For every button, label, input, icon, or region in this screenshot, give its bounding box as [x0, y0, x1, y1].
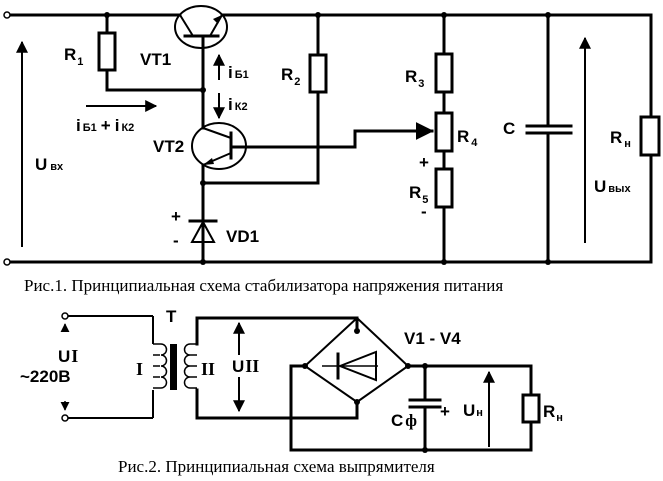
- r5-label: R5: [409, 183, 428, 206]
- transformer-core: [170, 344, 177, 390]
- resistor-r3: [434, 52, 454, 94]
- vd1-plus: +: [171, 207, 181, 226]
- vd1-minus: -: [173, 231, 179, 250]
- figure-2-caption: Рис.2. Принципиальная схема выпрямителя: [118, 457, 435, 476]
- figure-2-rectifier: UI ~220B I T II UII: [20, 307, 563, 453]
- r5-plus: +: [419, 153, 429, 172]
- junction: [104, 12, 110, 18]
- winding-1-label: I: [136, 359, 143, 379]
- transformer-primary-winding: [153, 343, 168, 389]
- transformer-secondary-winding: [183, 343, 197, 389]
- bridge-label: V1 - V4: [404, 329, 461, 348]
- junction: [545, 259, 551, 265]
- mains-voltage-label: ~220B: [20, 367, 71, 386]
- vd1-label: VD1: [226, 227, 259, 246]
- vt2-label: VT2: [153, 137, 184, 156]
- junction: [441, 259, 447, 265]
- resistor-r2: [308, 53, 328, 94]
- junction: [545, 12, 551, 18]
- mains-terminal-top: [61, 312, 69, 320]
- rn2-label: Rн: [543, 402, 563, 424]
- ui-label: UI: [58, 346, 78, 366]
- resistor-rn-load: [639, 115, 661, 157]
- filter-capacitor-cf: [408, 363, 442, 453]
- transformer-label: T: [166, 307, 177, 326]
- input-terminal-bottom: [3, 258, 11, 266]
- cf-plus: +: [440, 402, 450, 421]
- un-label: Uн: [463, 401, 483, 420]
- r5-minus: -: [421, 202, 427, 221]
- input-terminal-top: [3, 11, 11, 19]
- resistor-r1: [97, 31, 117, 72]
- potentiometer-r4: [434, 111, 454, 153]
- transistor-vt1: [174, 5, 228, 130]
- junction: [200, 180, 206, 186]
- c-label: C: [503, 119, 515, 138]
- r2-label: R2: [281, 65, 300, 88]
- r3-label: R3: [405, 67, 424, 90]
- junction: [200, 259, 206, 265]
- mains-terminal-bottom: [61, 414, 69, 422]
- capacitor-c: [525, 13, 573, 264]
- diode-bridge-v1-v4: [302, 316, 411, 420]
- figure-1-caption: Рис.1. Принципиальная схема стабилизатор…: [24, 276, 503, 295]
- junction: [315, 12, 321, 18]
- junction: [441, 12, 447, 18]
- load-resistor-rn: [521, 393, 541, 424]
- r1-label: R1: [64, 45, 83, 68]
- resistor-r5: [434, 167, 454, 209]
- uii-label: UII: [232, 356, 259, 376]
- zener-diode-vd1: [188, 211, 218, 264]
- winding-2-label: II: [201, 359, 215, 379]
- vt1-label: VT1: [140, 50, 171, 69]
- transistor-vt2: [191, 122, 331, 170]
